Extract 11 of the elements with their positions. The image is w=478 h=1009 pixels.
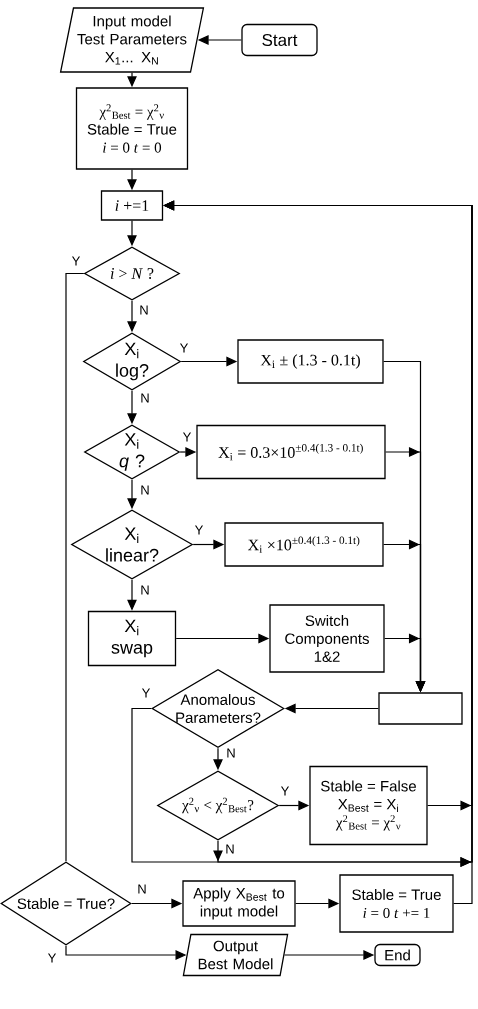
data-parallelogram: Output Best Model (182, 933, 289, 977)
terminal-box: Start (241, 23, 318, 57)
edge-label: N (136, 883, 148, 895)
process-box: Stable = True i = 0 t += 1 (339, 874, 454, 933)
connector-line (65, 272, 85, 862)
process-box: χ$^{2}$$_{Best}$ = χ$^{2}$ν Stable = True i = 0 t = 0 (75, 87, 189, 170)
process-box: Apply X$_{Best}$ to input model (182, 880, 296, 927)
edge-label: Y (46, 952, 58, 964)
terminal-box: End (374, 943, 421, 967)
data-parallelogram: Input model Test Parameters X$_{1}$... X$_{N}$ (59, 7, 205, 73)
edge-label: Y (70, 255, 82, 267)
